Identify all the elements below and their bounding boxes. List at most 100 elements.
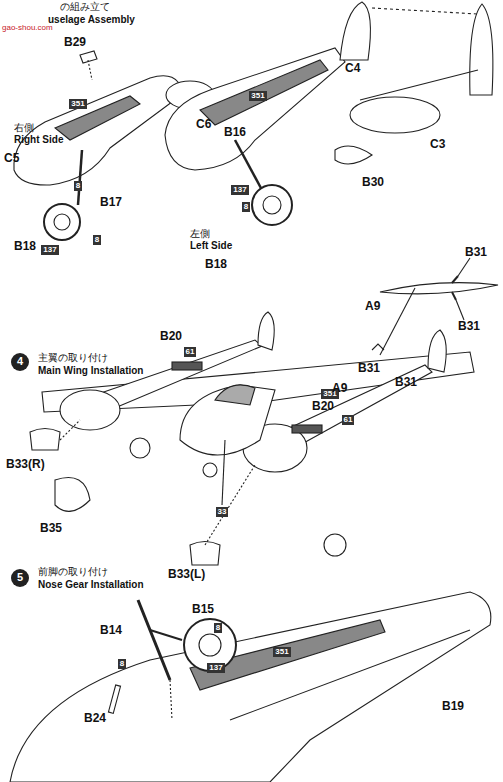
- paint-callout: 8: [93, 235, 101, 246]
- boom-line: [360, 70, 478, 100]
- wheel-hub: [54, 214, 70, 230]
- leader-line: [88, 60, 92, 80]
- leader-line: [170, 680, 172, 720]
- tab-b31: [372, 344, 384, 350]
- main-wheel: [130, 438, 150, 458]
- nose-wheel: [203, 463, 217, 477]
- part-label: C3: [430, 138, 445, 151]
- paint-callout: 351: [249, 91, 266, 102]
- step-number: 5: [11, 569, 29, 587]
- part-label: 主翼の取り付け: [38, 352, 108, 363]
- wheel-hub: [263, 196, 281, 214]
- part-label: B30: [362, 176, 384, 189]
- part-label: C6: [196, 118, 211, 131]
- leader-line: [222, 440, 225, 505]
- tail-boom: [285, 365, 432, 445]
- leader-line: [205, 465, 255, 545]
- tail-fin: [340, 2, 370, 60]
- part-b24: [108, 685, 120, 713]
- callout-number: 5: [17, 571, 23, 583]
- paint-callout: 8: [242, 202, 250, 213]
- engine-nacelle-c3: [350, 97, 440, 133]
- wheel-hub: [199, 634, 221, 656]
- spinner-b30: [335, 146, 372, 164]
- paint-callout: 61: [342, 415, 355, 426]
- tail-fin: [258, 312, 274, 350]
- part-label: B33(L): [168, 568, 205, 581]
- wheel-b18: [44, 204, 80, 240]
- gear-arm: [150, 630, 182, 640]
- callout-number: 8: [76, 181, 80, 190]
- engine-left: [60, 390, 120, 430]
- paint-callout: 351: [273, 647, 290, 658]
- part-b33r: [30, 429, 60, 451]
- part-label: B29: [64, 36, 86, 49]
- part-label: B18: [205, 258, 227, 271]
- callout-number: 61: [186, 347, 195, 356]
- center-pod: [180, 385, 275, 455]
- wheel-b18: [252, 185, 292, 225]
- part-label: Left Side: [190, 240, 232, 251]
- part-label: 左側: [190, 228, 210, 239]
- main-wheel: [324, 534, 346, 556]
- leader-line: [380, 288, 415, 355]
- part-label: Main Wing Installation: [38, 365, 143, 376]
- callout-number: 8: [120, 659, 124, 668]
- callout-number: 8: [216, 623, 220, 632]
- tab-b31: [452, 292, 456, 300]
- part-label: A9: [332, 382, 347, 395]
- part-b35: [55, 478, 90, 512]
- part-label: 前脚の取り付け: [38, 566, 108, 577]
- callout-number: 137: [233, 185, 246, 194]
- callout-number: 8: [244, 202, 248, 211]
- nose-wheel-b15: [184, 619, 236, 671]
- gun-b20: [172, 362, 202, 370]
- part-label: B35: [40, 522, 62, 535]
- paint-callout: 33: [216, 507, 229, 518]
- paint-callout: 8: [118, 659, 126, 670]
- side-panel: [230, 630, 470, 720]
- callout-number: 61: [344, 415, 353, 424]
- part-label: C4: [345, 62, 360, 75]
- part-label: uselage Assembly: [48, 14, 135, 25]
- part-label: A9: [365, 300, 380, 313]
- leader-line: [458, 258, 470, 276]
- gear-strut-b14: [138, 600, 170, 680]
- step-number: 4: [11, 353, 29, 371]
- part-label: B20: [312, 400, 334, 413]
- part-label: B17: [100, 196, 122, 209]
- callout-number: 8: [95, 235, 99, 244]
- paint-callout: 137: [231, 185, 248, 196]
- leader-line: [60, 420, 80, 440]
- part-label: Nose Gear Installation: [38, 579, 144, 590]
- paint-callout: 8: [74, 181, 82, 192]
- cockpit-opening: [200, 60, 328, 125]
- cockpit-opening: [55, 96, 140, 140]
- part-label: B14: [100, 624, 122, 637]
- callout-number: 4: [17, 355, 23, 367]
- leader-line: [456, 300, 464, 320]
- part-label: B31: [358, 362, 380, 375]
- tab-b31: [452, 276, 458, 283]
- alignment-line: [372, 8, 478, 14]
- callout-number: 137: [209, 663, 222, 672]
- part-label: B31: [395, 376, 417, 389]
- gear-leg-b17: [78, 150, 82, 205]
- watermark: gao-shou.com: [2, 24, 53, 33]
- callout-number: 33: [218, 507, 227, 516]
- paint-callout: 8: [214, 623, 222, 634]
- paint-callout: 137: [207, 663, 224, 674]
- part-label: 右側: [14, 122, 34, 133]
- callout-number: 351: [251, 91, 264, 100]
- paint-callout: 61: [184, 347, 197, 358]
- paint-callout: 137: [41, 245, 58, 256]
- callout-number: 351: [275, 647, 288, 656]
- part-label: B33(R): [6, 458, 45, 471]
- nose-section-b19: [10, 592, 491, 782]
- part-label: B20: [160, 330, 182, 343]
- elevator-a9-inset: [380, 283, 498, 294]
- fuselage-left-half: [165, 48, 345, 170]
- part-label: Right Side: [14, 134, 63, 145]
- part-label: B18: [14, 240, 36, 253]
